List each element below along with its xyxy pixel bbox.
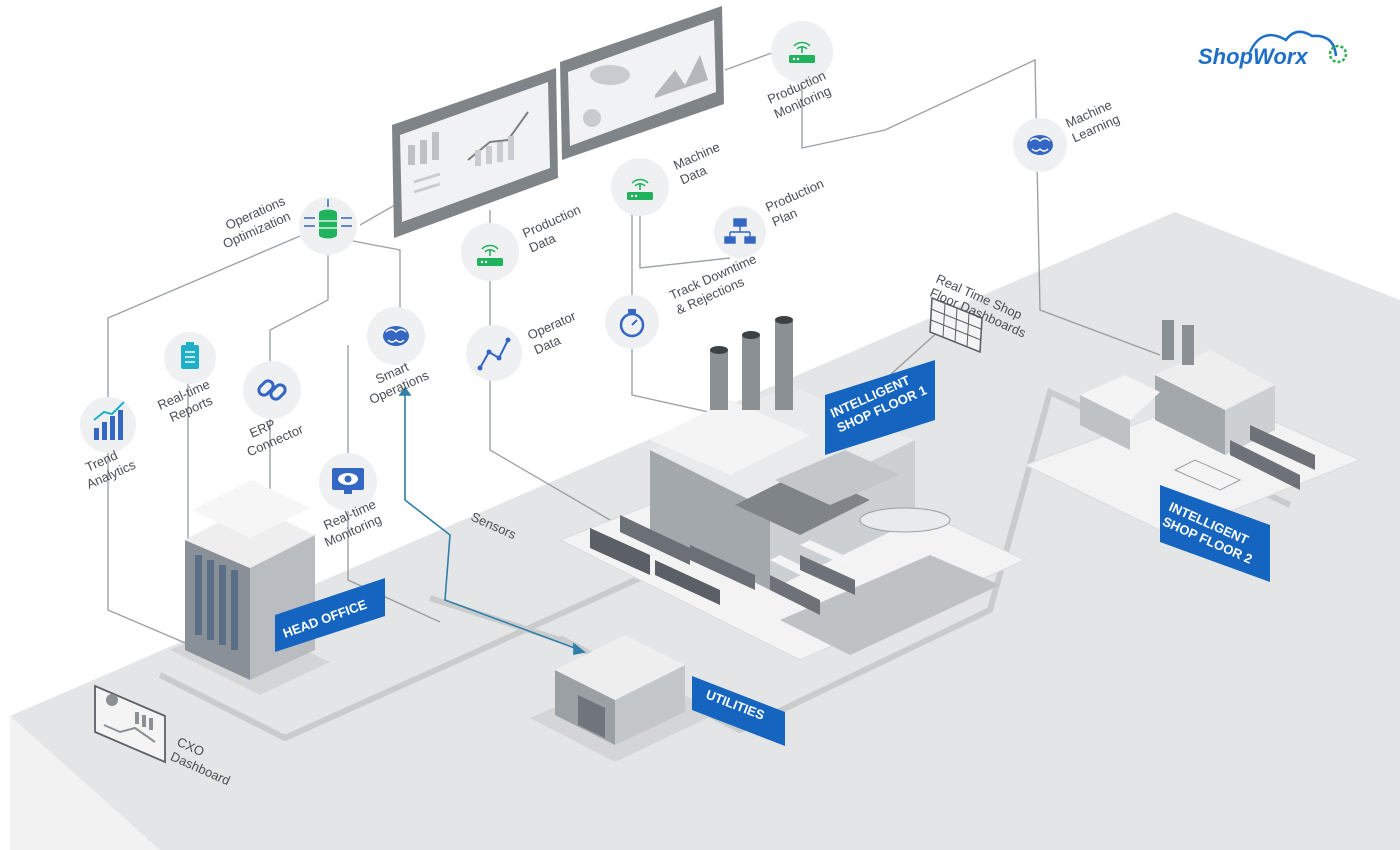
node-realtime-monitoring [319,453,377,511]
label-machine-learning: Machine Learning [1063,96,1124,146]
grid-dashboard-icon [929,296,983,354]
cxo-dashboard-icon [94,684,166,764]
node-operator-data [466,325,522,381]
sensor-lines [398,386,586,655]
shop-floor-1-building [558,316,1027,661]
hierarchy-icon [724,218,756,244]
chimneys-1 [710,316,793,410]
node-machine-learning [1013,118,1067,172]
node-trend-analytics [80,397,136,453]
trucks-1 [770,507,951,615]
utilities-building [530,635,720,762]
label-production-plan: Production Plan [763,174,836,229]
brain-icon [383,326,409,346]
database-arrows-icon [304,199,352,239]
label-machine-data: Machine Data [671,138,732,188]
dashboard-screen-left [392,68,558,238]
node-production-monitoring [771,21,833,83]
bar-trend-icon [93,401,125,440]
label-production-data: Production Data [520,200,593,255]
node-erp-connector [243,361,301,419]
label-operator-data: Operator Data [525,307,588,358]
checklist-icon [181,342,199,369]
node-smart-operations [367,307,425,365]
node-production-plan [714,206,766,258]
stopwatch-icon [619,309,645,338]
eye-monitor-icon [332,468,364,494]
shopworx-logo: ShopWorx [1198,30,1348,69]
logo-text: ShopWorx [1198,44,1308,69]
node-realtime-reports [164,332,216,384]
node-machine-data [611,158,669,216]
ground-shadow-edge [10,716,160,850]
brain-icon [1027,135,1053,155]
storage-tanks-1 [590,515,755,605]
node-track-downtime [605,295,659,349]
link-icon [257,379,287,401]
line-graph-icon [477,337,511,371]
node-production-data [461,223,519,281]
node-operations-optimization [299,197,357,255]
shop-floor-2-building [1023,320,1362,536]
dashboard-screen-right [560,6,724,160]
